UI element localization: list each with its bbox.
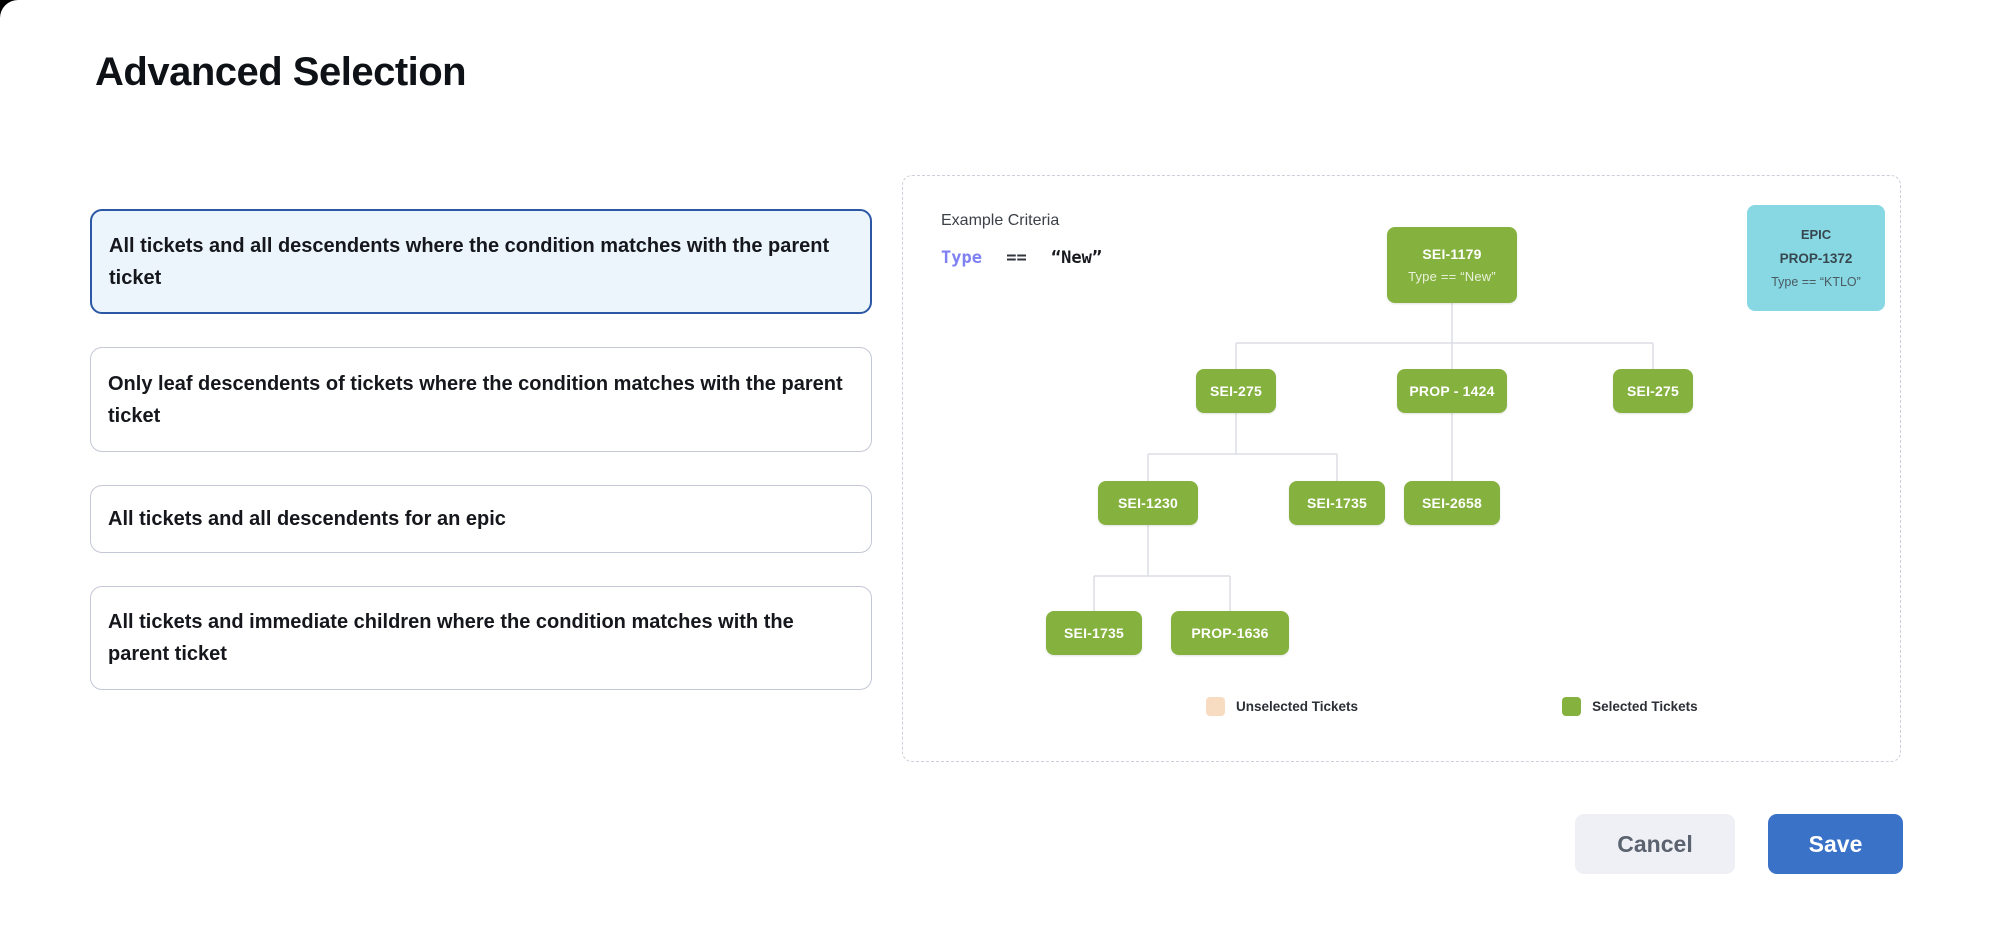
unselected-tickets-label: Unselected Tickets <box>1236 699 1359 714</box>
tree-node: SEI-1735 <box>1289 481 1385 525</box>
option-label: Only leaf descendents of tickets where t… <box>108 372 843 427</box>
tree-node-label: SEI-1735 <box>1064 625 1124 641</box>
example-criteria-label: Example Criteria <box>941 212 1060 229</box>
epic-card: EPIC PROP-1372 Type == “KTLO” <box>1747 205 1885 311</box>
tree-node-label: SEI-1230 <box>1118 495 1178 511</box>
option-all-descendents-epic[interactable]: All tickets and all descendents for an e… <box>90 485 872 553</box>
criteria-operator: == <box>1006 248 1027 268</box>
tree-node: PROP-1636 <box>1171 611 1289 655</box>
tree-node-label: SEI-275 <box>1627 383 1679 399</box>
tree-node-label: SEI-275 <box>1210 383 1262 399</box>
tree-node: SEI-1230 <box>1098 481 1198 525</box>
tree-node-label: SEI-1179 <box>1422 246 1482 262</box>
tree-connector-lines <box>1093 303 1654 611</box>
tree-node-root: SEI-1179 Type == “New” <box>1387 227 1517 303</box>
tree-node-label: SEI-1735 <box>1307 495 1367 511</box>
save-button[interactable]: Save <box>1768 814 1903 874</box>
tree-legend: Unselected Tickets Selected Tickets <box>1206 697 1698 716</box>
tree-node: SEI-1735 <box>1046 611 1142 655</box>
tree-node: SEI-275 <box>1613 369 1693 413</box>
cancel-button[interactable]: Cancel <box>1575 814 1735 874</box>
unselected-tickets-swatch <box>1206 697 1225 716</box>
example-criteria-expression: Type == “New” <box>941 248 1102 268</box>
tree-node-label: SEI-2658 <box>1422 495 1482 511</box>
option-immediate-children-condition[interactable]: All tickets and immediate children where… <box>90 586 872 690</box>
option-leaf-descendents-condition[interactable]: Only leaf descendents of tickets where t… <box>90 347 872 452</box>
tree-node-label: PROP-1636 <box>1191 625 1269 641</box>
option-label: All tickets and all descendents for an e… <box>108 508 506 530</box>
criteria-field: Type <box>941 248 982 268</box>
option-label: All tickets and all descendents where th… <box>109 234 830 289</box>
epic-id: PROP-1372 <box>1779 251 1853 266</box>
epic-condition: Type == “KTLO” <box>1771 275 1861 289</box>
tree-node-label: PROP - 1424 <box>1409 383 1495 399</box>
tree-node-condition: Type == “New” <box>1408 269 1496 284</box>
example-preview-panel: Example Criteria Type == “New” SEI-1179 … <box>902 175 1901 762</box>
option-label: All tickets and immediate children where… <box>108 611 794 665</box>
option-all-descendents-condition[interactable]: All tickets and all descendents where th… <box>90 209 872 314</box>
epic-type-label: EPIC <box>1800 227 1832 242</box>
criteria-value: “New” <box>1050 248 1103 268</box>
tree-node: SEI-275 <box>1196 369 1276 413</box>
tree-node: SEI-2658 <box>1404 481 1500 525</box>
selected-tickets-label: Selected Tickets <box>1592 699 1698 714</box>
page-title: Advanced Selection <box>95 50 467 94</box>
tree-node: PROP - 1424 <box>1397 369 1507 413</box>
selected-tickets-swatch <box>1562 697 1582 716</box>
